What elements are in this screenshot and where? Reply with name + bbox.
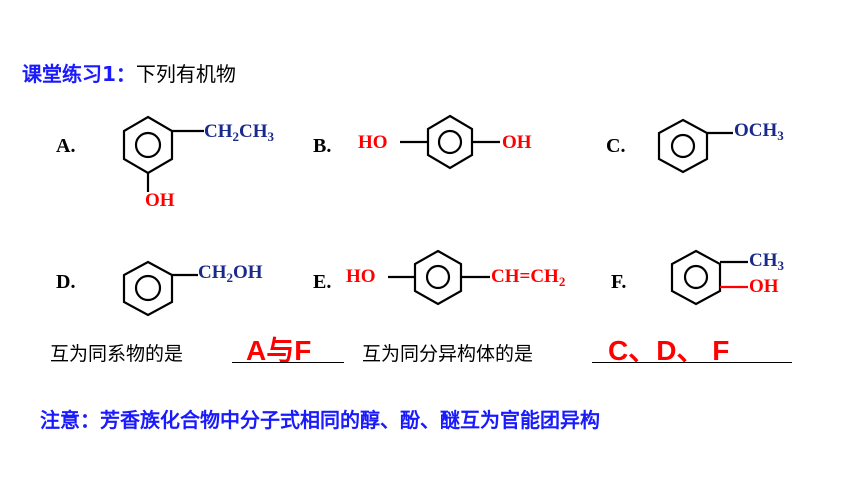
note-text: 注意：芳香族化合物中分子式相同的醇、酚、醚互为官能团异构 — [40, 408, 600, 432]
a-ch: CH — [204, 121, 233, 142]
exercise-label: 课堂练习1： — [22, 62, 136, 86]
isomer-answer-line — [592, 362, 792, 363]
exercise-title: 课堂练习1：下列有机物 — [22, 58, 236, 87]
option-b-right-hydroxyl: OH — [502, 132, 532, 153]
option-e-vinyl: CH=CH2 — [491, 266, 565, 290]
option-c-methoxy: OCH3 — [734, 120, 784, 144]
option-a-hydroxyl: OH — [145, 190, 175, 211]
c-och: OCH — [734, 120, 778, 141]
c-sub-3: 3 — [777, 128, 784, 143]
benzene-ring-b — [426, 114, 474, 170]
option-d-hydroxymethyl: CH2OH — [198, 262, 263, 286]
benzene-ring-f — [670, 249, 722, 306]
benzene-ring-e — [413, 249, 463, 306]
d-ch: CH — [198, 262, 227, 283]
option-a-letter: A. — [56, 135, 76, 157]
option-b-letter: B. — [313, 135, 332, 157]
ring-circle-f — [683, 264, 709, 290]
homolog-prompt: 互为同系物的是 — [50, 343, 184, 365]
f-sub-3: 3 — [777, 258, 785, 273]
e-sub-2: 2 — [558, 274, 566, 289]
option-f-hydroxyl: OH — [749, 276, 779, 297]
option-e-hydroxyl: HO — [346, 266, 376, 287]
a-ch-2: CH — [239, 121, 268, 142]
benzene-ring-d — [122, 260, 174, 317]
isomer-prompt: 互为同分异构体的是 — [362, 343, 534, 365]
option-b-left-hydroxyl: HO — [358, 132, 388, 153]
a-sub-3: 3 — [267, 129, 275, 144]
exercise-prompt: 下列有机物 — [135, 62, 236, 86]
e-chch: CH=CH — [491, 266, 559, 287]
d-oh: OH — [233, 262, 263, 283]
ring-circle-a — [134, 131, 162, 159]
a-sub-2: 2 — [232, 129, 240, 144]
isomer-answer: C、D、 F — [608, 335, 730, 366]
f-ch: CH — [749, 250, 778, 271]
homolog-answer: A与F — [246, 335, 312, 366]
d-sub-2: 2 — [226, 270, 234, 285]
ring-circle-c — [670, 133, 696, 159]
option-a-ethyl: CH2CH3 — [204, 121, 274, 145]
option-c-letter: C. — [606, 135, 626, 157]
benzene-ring-c — [657, 118, 709, 174]
ring-circle-d — [134, 274, 162, 302]
ring-circle-b — [437, 129, 463, 155]
option-f-letter: F. — [611, 271, 627, 293]
option-d-letter: D. — [56, 271, 76, 293]
option-e-letter: E. — [313, 271, 332, 293]
homolog-answer-line — [232, 362, 344, 363]
ring-circle-e — [425, 264, 451, 290]
benzene-ring-a — [122, 115, 174, 175]
option-f-methyl: CH3 — [749, 250, 784, 274]
